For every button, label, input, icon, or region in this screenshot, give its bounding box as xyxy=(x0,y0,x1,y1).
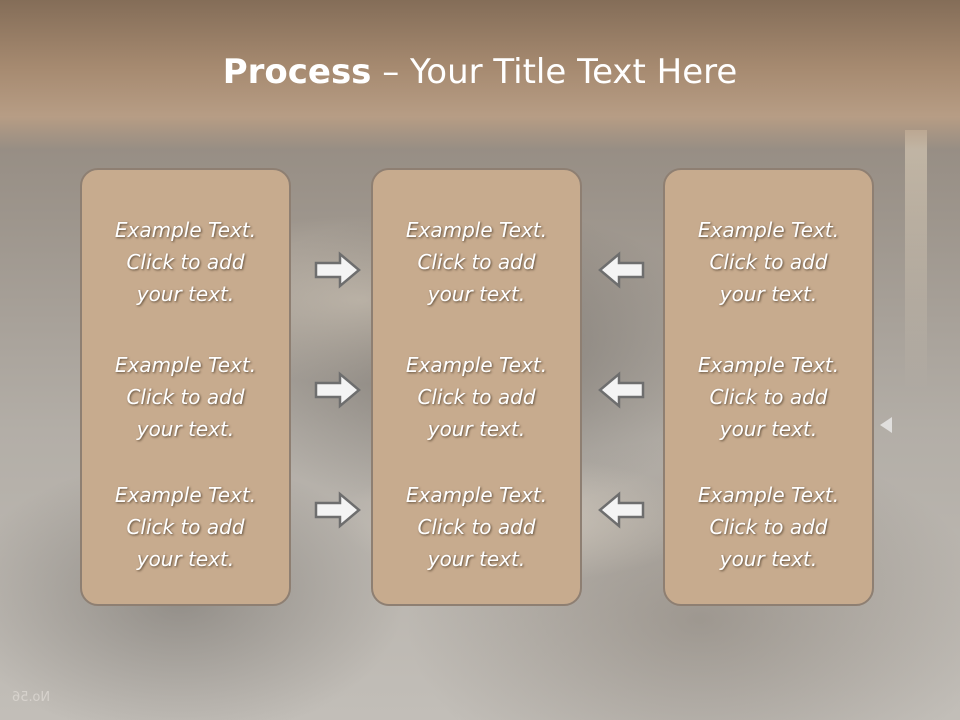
text-line: your text. xyxy=(719,282,818,306)
text-line: Click to add xyxy=(709,515,828,539)
text-placeholder[interactable]: Example Text. Click to add your text. xyxy=(665,479,872,575)
text-placeholder[interactable]: Example Text. Click to add your text. xyxy=(373,479,580,575)
text-placeholder[interactable]: Example Text. Click to add your text. xyxy=(82,349,289,445)
text-placeholder[interactable]: Example Text. Click to add your text. xyxy=(82,479,289,575)
text-line: Example Text. xyxy=(405,353,548,377)
text-line: Example Text. xyxy=(405,218,548,242)
text-line: Click to add xyxy=(126,250,245,274)
text-line: Click to add xyxy=(709,385,828,409)
text-line: your text. xyxy=(427,547,526,571)
text-line: Example Text. xyxy=(114,483,257,507)
text-line: Click to add xyxy=(126,515,245,539)
text-line: Click to add xyxy=(417,385,536,409)
text-line: Example Text. xyxy=(405,483,548,507)
text-line: Example Text. xyxy=(697,483,840,507)
text-line: your text. xyxy=(427,417,526,441)
text-placeholder[interactable]: Example Text. Click to add your text. xyxy=(373,349,580,445)
left-arrow-icon[interactable] xyxy=(597,251,645,289)
text-line: your text. xyxy=(427,282,526,306)
text-line: your text. xyxy=(719,547,818,571)
text-placeholder[interactable]: Example Text. Click to add your text. xyxy=(82,214,289,310)
text-line: Example Text. xyxy=(697,353,840,377)
right-arrow-icon[interactable] xyxy=(314,251,362,289)
title-band xyxy=(0,0,960,150)
title-rest-part: – Your Title Text Here xyxy=(371,52,738,92)
background-streak xyxy=(905,130,927,390)
background-triangle-marker xyxy=(880,417,892,433)
text-line: Click to add xyxy=(417,250,536,274)
text-line: Click to add xyxy=(126,385,245,409)
text-line: Example Text. xyxy=(697,218,840,242)
process-box-right[interactable]: Example Text. Click to add your text. Ex… xyxy=(663,168,874,606)
text-placeholder[interactable]: Example Text. Click to add your text. xyxy=(665,214,872,310)
title-bold-part: Process xyxy=(222,52,372,92)
text-line: Click to add xyxy=(417,515,536,539)
text-line: Example Text. xyxy=(114,218,257,242)
text-line: Click to add xyxy=(709,250,828,274)
slide-title[interactable]: Process – Your Title Text Here xyxy=(0,52,960,92)
left-arrow-icon[interactable] xyxy=(597,371,645,409)
text-placeholder[interactable]: Example Text. Click to add your text. xyxy=(373,214,580,310)
right-arrow-icon[interactable] xyxy=(314,491,362,529)
process-box-left[interactable]: Example Text. Click to add your text. Ex… xyxy=(80,168,291,606)
text-line: your text. xyxy=(719,417,818,441)
process-box-center[interactable]: Example Text. Click to add your text. Ex… xyxy=(371,168,582,606)
text-line: your text. xyxy=(136,282,235,306)
text-line: your text. xyxy=(136,547,235,571)
text-line: Example Text. xyxy=(114,353,257,377)
text-placeholder[interactable]: Example Text. Click to add your text. xyxy=(665,349,872,445)
background-watermark: No.56 xyxy=(12,690,51,705)
left-arrow-icon[interactable] xyxy=(597,491,645,529)
text-line: your text. xyxy=(136,417,235,441)
right-arrow-icon[interactable] xyxy=(314,371,362,409)
